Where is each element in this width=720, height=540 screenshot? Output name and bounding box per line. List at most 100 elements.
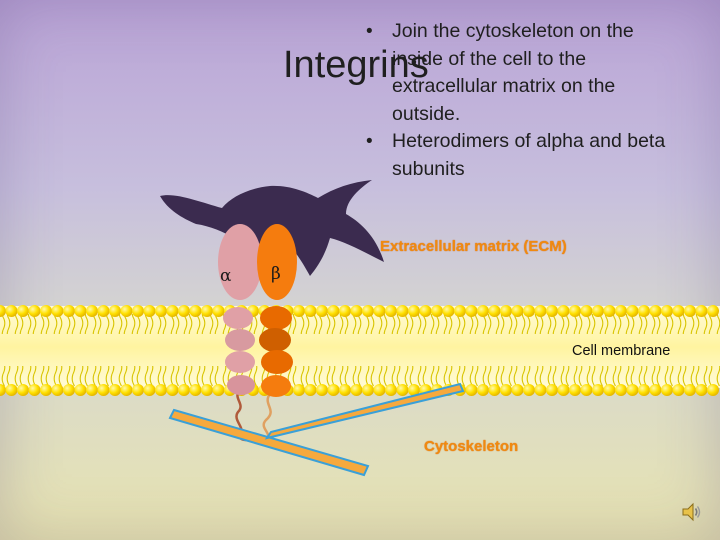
lipid-head [86,384,98,396]
lipid-head [0,305,6,317]
lipid-head [339,384,351,396]
lipid-head [431,305,443,317]
alpha-label: α [220,266,232,286]
lipid-head [523,305,535,317]
cytoskeleton-rods [168,382,465,477]
lipid-head [626,305,639,317]
lipid-head [615,305,627,317]
lipid-head [51,305,64,317]
lipid-head [166,305,179,317]
lipid-head [63,384,75,396]
lipid-head [201,305,213,317]
lipid-head [339,305,351,317]
lipid-head [534,305,547,317]
lipid-head [316,305,328,317]
lipid-head [626,384,639,396]
lipid-head [500,384,512,396]
lipid-head [120,305,133,317]
lipid-head [603,305,616,317]
lipid-head [569,384,581,396]
speaker-icon[interactable] [680,500,704,524]
beta-label: β [271,264,281,284]
bullet-dot: • [366,131,373,152]
lipid-head [419,305,432,317]
lipid-head [661,384,673,396]
lipid-head [212,305,225,317]
lipid-head [672,305,685,317]
lipid-head [362,305,374,317]
lipid-head [155,384,167,396]
lipid-head [615,384,627,396]
lipid-head [534,384,547,396]
lipid-head [442,305,455,317]
lipid-head [178,305,190,317]
bullet-text: Join the cytoskeleton on the inside of t… [392,20,634,125]
lipid-head [178,384,190,396]
lipid-head [672,384,685,396]
lipid-head [28,305,41,317]
lipid-head [684,384,696,396]
lipid-head [143,384,156,396]
lipid-head [488,384,501,396]
lipid-head [511,305,524,317]
lipid-head [569,305,581,317]
lipid-head [28,384,41,396]
lipid-head [695,384,708,396]
lipid-head [17,305,29,317]
lipid-head [396,305,409,317]
lipid-head [396,384,409,396]
lipid-head [684,305,696,317]
lipid-head [109,384,121,396]
lipid-head [51,384,64,396]
lipid-head [557,384,570,396]
lipid-head [454,305,466,317]
lipid-head [132,384,144,396]
lipid-head [189,305,202,317]
lipid-head [362,384,374,396]
lipid-head [293,384,305,396]
lipid-head [661,305,673,317]
ecm-label: Extracellular matrix (ECM) [380,238,567,255]
lipid-head [465,384,478,396]
lipid-head [385,305,397,317]
lipid-head [120,384,133,396]
lipid-head [707,305,719,317]
lipid-head [316,384,328,396]
lipid-head [408,384,420,396]
lipid-head [638,384,650,396]
lipid-head [304,305,317,317]
slide-title: Integrins [283,44,429,86]
lipid-head [5,384,18,396]
lipid-head [97,384,110,396]
lipid-head [408,305,420,317]
lipid-head [557,305,570,317]
lipid-head [143,305,156,317]
lipid-head [523,384,535,396]
lipid-head [488,305,501,317]
lipid-head [546,305,558,317]
lipid-head [465,305,478,317]
lipid-head [97,305,110,317]
lipid-head [40,384,52,396]
lipid-head [546,384,558,396]
lipid-head [63,305,75,317]
lipid-head [707,384,719,396]
bullet-text: Heterodimers of alpha and beta subunits [392,130,666,180]
lipid-head [201,384,213,396]
lipid-head [189,384,202,396]
lipid-head [477,384,489,396]
lipid-head [603,384,616,396]
lipid-head [592,305,604,317]
bullet-list: • Join the cytoskeleton on the inside of… [365,18,685,183]
alpha-subunit [218,224,262,442]
lipid-head [327,305,340,317]
bullet-item: • Heterodimers of alpha and beta subunit… [365,128,685,183]
lipid-head [649,305,662,317]
lipid-head [132,305,144,317]
lipid-head [649,384,662,396]
lipid-head [109,305,121,317]
membrane-label: Cell membrane [572,343,671,359]
lipid-head [5,305,18,317]
lipid-head [86,305,98,317]
